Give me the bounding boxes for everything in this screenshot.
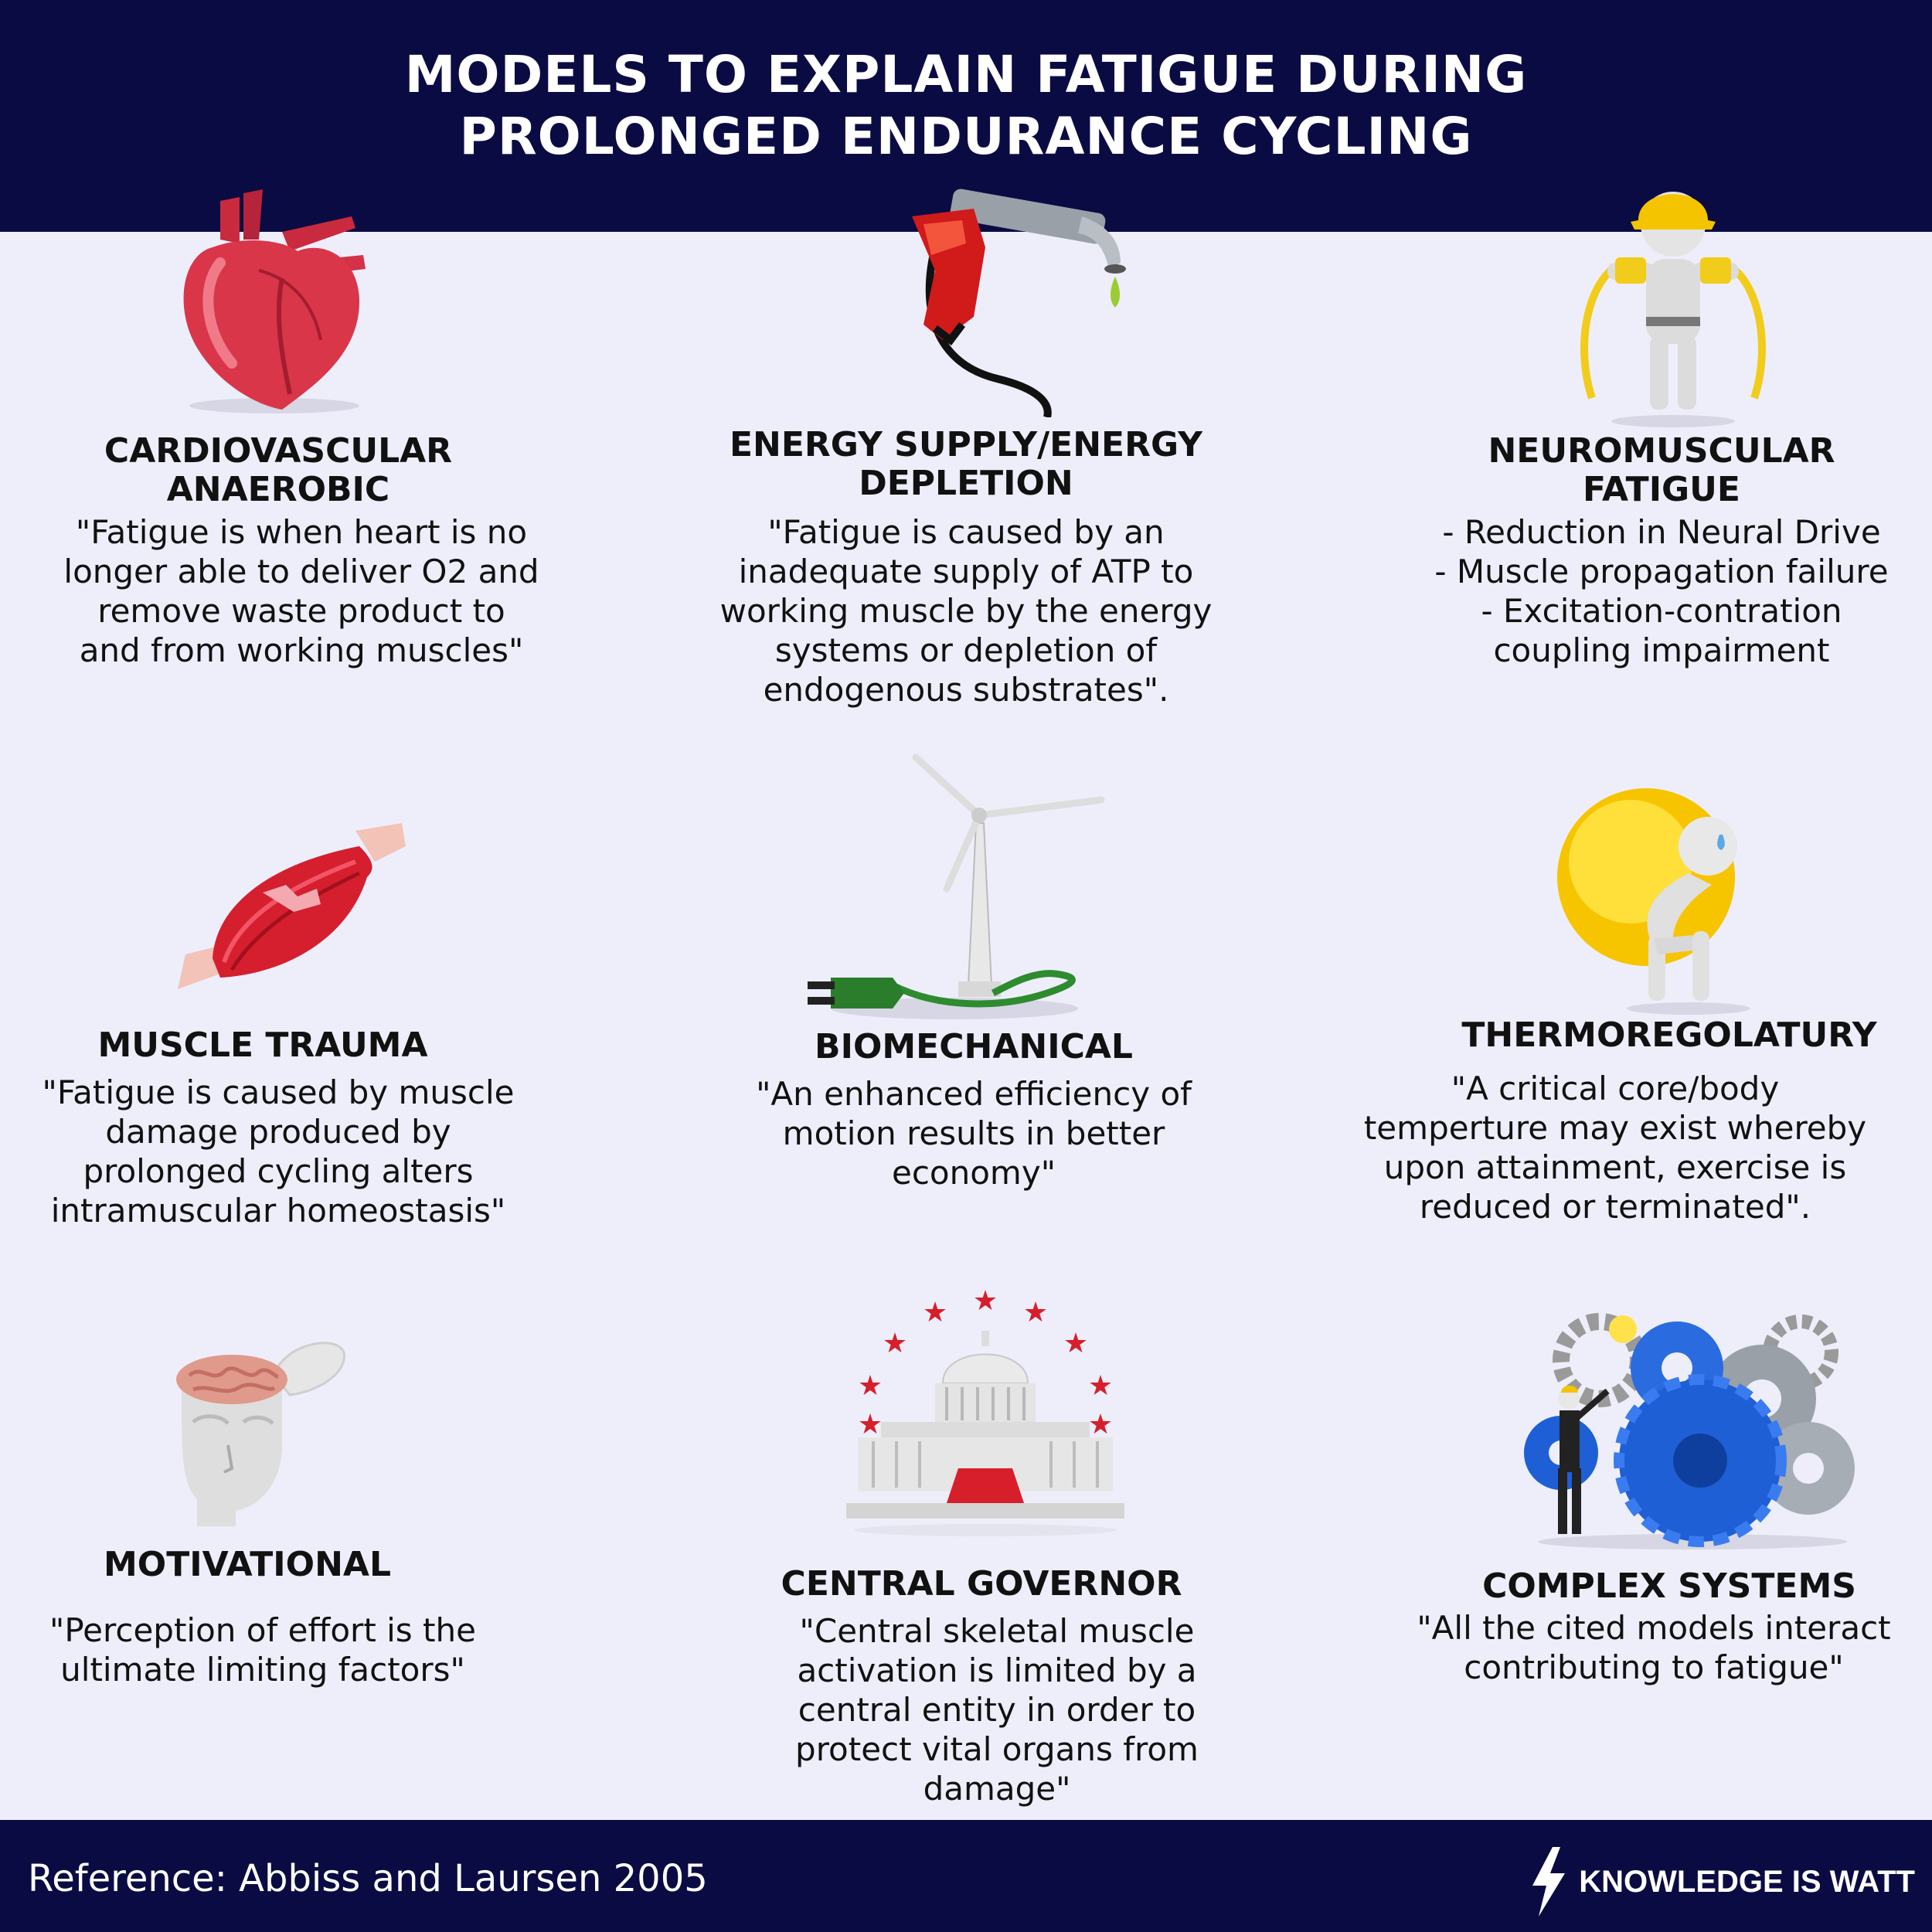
- model-description: "Fatigue is caused by an inadequate supp…: [719, 513, 1213, 709]
- model-description: "Central skeletal muscle activation is l…: [795, 1612, 1199, 1808]
- model-heading: NEUROMUSCULAR FATIGUE: [1488, 431, 1835, 509]
- svg-text:★: ★: [923, 1297, 947, 1328]
- brand-logo: KNOWLEDGE IS WATT: [1529, 1847, 1915, 1917]
- model-heading: CARDIOVASCULAR ANAEROBIC: [104, 431, 453, 509]
- model-heading: THERMOREGOLATURY: [1461, 1015, 1877, 1055]
- muscle-icon: [170, 815, 406, 1005]
- wind-turbine-icon: [800, 753, 1105, 1028]
- svg-text:★: ★: [858, 1370, 883, 1402]
- model-heading: BIOMECHANICAL: [815, 1027, 1133, 1066]
- model-heading: MUSCLE TRAUMA: [97, 1026, 428, 1065]
- page-title-line-1: MODELS TO EXPLAIN FATIGUE DURING: [404, 45, 1528, 104]
- reference-text: Reference: Abbiss and Laursen 2005: [28, 1857, 708, 1900]
- svg-text:★: ★: [1063, 1328, 1088, 1359]
- model-description: "An enhanced efficiency of motion result…: [756, 1075, 1192, 1192]
- brain-head-icon: [166, 1329, 352, 1530]
- page-title-line-2: PROLONGED ENDURANCE CYCLING: [459, 107, 1473, 166]
- sun-figure-icon: [1557, 784, 1758, 1016]
- gears-icon: [1507, 1306, 1862, 1553]
- svg-text:★: ★: [858, 1409, 883, 1440]
- model-description: "A critical core/body temperture may exi…: [1363, 1070, 1867, 1226]
- model-heading: CENTRAL GOVERNOR: [781, 1564, 1182, 1604]
- model-heading: MOTIVATIONAL: [104, 1545, 391, 1584]
- model-heading: COMPLEX SYSTEMS: [1482, 1566, 1856, 1606]
- svg-text:★: ★: [883, 1328, 907, 1359]
- capitol-icon: ★ ★ ★ ★ ★ ★ ★ ★ ★ ★ ★: [842, 1283, 1128, 1538]
- fuel-nozzle-icon: [889, 185, 1144, 417]
- footer-banner: Reference: Abbiss and Laursen 2005 KNOWL…: [0, 1820, 1932, 1932]
- model-description: "Fatigue is when heart is no longer able…: [63, 513, 539, 669]
- model-description: "Perception of effort is the ultimate li…: [49, 1611, 476, 1689]
- model-description: "Fatigue is caused by muscle damage prod…: [42, 1073, 515, 1230]
- brand-name: KNOWLEDGE IS WATT: [1579, 1864, 1915, 1899]
- model-description: "All the cited models interact contribut…: [1417, 1609, 1891, 1686]
- svg-text:★: ★: [1023, 1297, 1048, 1328]
- svg-text:★: ★: [1088, 1370, 1113, 1402]
- heart-icon: [166, 185, 375, 417]
- svg-text:★: ★: [1088, 1409, 1113, 1440]
- svg-text:★: ★: [973, 1285, 998, 1317]
- worker-cables-icon: [1561, 166, 1785, 429]
- model-heading: ENERGY SUPPLY/ENERGY DEPLETION: [729, 425, 1202, 503]
- model-description: - Reduction in Neural Drive - Muscle pro…: [1434, 513, 1889, 669]
- lightning-bolt-icon: [1529, 1847, 1566, 1917]
